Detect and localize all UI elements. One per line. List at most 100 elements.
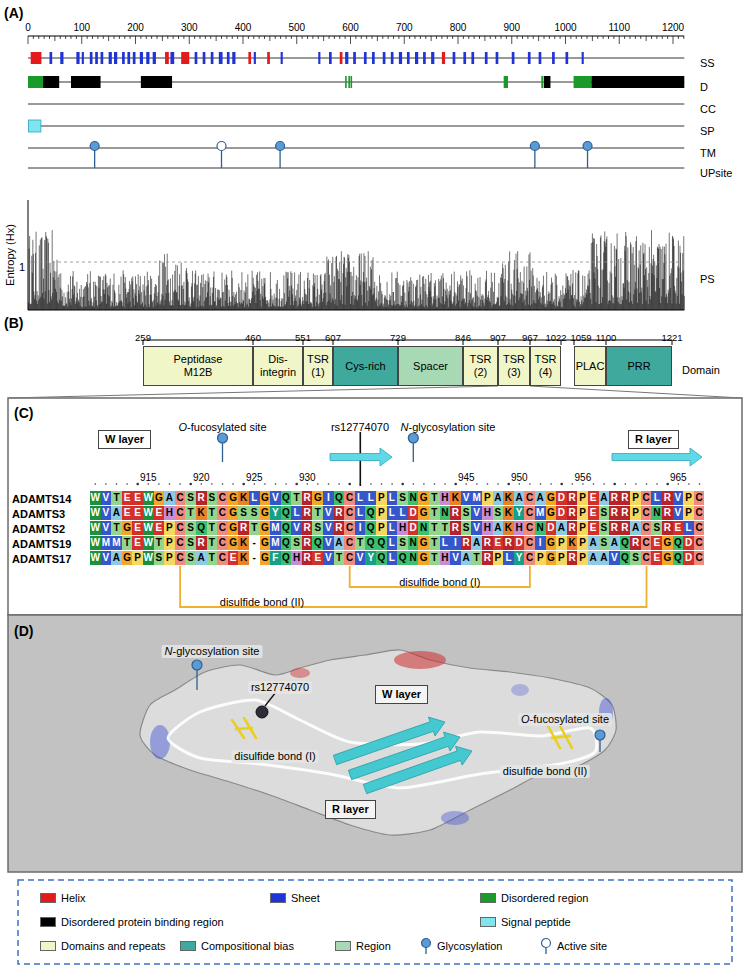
residue-cell: Y (365, 551, 376, 565)
label-anchor: ADAMTS14 (12, 488, 71, 507)
ruler-tick (92, 36, 93, 39)
column-dot (688, 483, 690, 485)
axis-number: 600 (342, 22, 359, 34)
residue-cell: P (630, 506, 641, 520)
entropy-axis (28, 200, 29, 310)
ruler-tick (103, 36, 104, 39)
column-dot (582, 483, 584, 485)
label-anchor: 956 (575, 466, 592, 485)
residue-number: 930 (299, 472, 316, 484)
ruler-tick (463, 36, 464, 39)
sheet-block (318, 52, 320, 64)
label-anchor: 1000 (554, 16, 576, 35)
column-dot (307, 483, 309, 485)
track-label: D (700, 81, 708, 94)
residue-cell: V (450, 551, 461, 565)
label-anchor: 551 (295, 326, 311, 345)
residue-number: 950 (511, 472, 528, 484)
residue-cell: E (132, 521, 143, 535)
label-anchor: 907 (490, 326, 506, 345)
track-label: TM (700, 147, 716, 160)
legend-item: Disordered region (480, 890, 588, 906)
residue-cell: H (440, 551, 451, 565)
residue-cell: G (546, 536, 557, 550)
ruler-tick (178, 36, 179, 39)
node-text: TSR (4) (531, 353, 560, 378)
legend-item: Compositional bias (180, 938, 294, 954)
axis-number: 1000 (554, 22, 576, 34)
ruler-tick (646, 36, 647, 41)
column-dot (434, 483, 436, 485)
residue-cell: V (673, 491, 684, 505)
residue-cell: I (535, 536, 546, 550)
residue-cell: S (599, 521, 610, 535)
column-dot (646, 483, 648, 485)
residue-cell: A (196, 551, 207, 565)
residue-cell: E (651, 536, 662, 550)
protein-surface (140, 650, 616, 835)
domain-box: TSR (2) (463, 346, 498, 386)
glycosylation-pin (422, 939, 431, 948)
residue-cell: C (344, 521, 355, 535)
column-dot (116, 483, 118, 485)
ruler-tick (221, 36, 222, 39)
residue-cell: L (651, 491, 662, 505)
column-dot (497, 483, 499, 485)
disordered-block (348, 76, 350, 88)
residue-cell: R (630, 536, 641, 550)
residue-cell: L (387, 551, 398, 565)
label-anchor: 460 (245, 326, 261, 345)
label-anchor: (C) (14, 403, 33, 422)
helix-block (181, 52, 189, 64)
ruler-tick (592, 36, 593, 41)
disordered-block (351, 76, 353, 88)
residue-cell: T (207, 521, 218, 535)
residue-cell: H (440, 491, 451, 505)
active-site-pin (542, 939, 551, 948)
residue-cell: Q (376, 551, 387, 565)
site-label: rs12774070 (248, 681, 312, 694)
label-anchor: 300 (181, 16, 198, 35)
residue-cell: P (577, 551, 588, 565)
legend-swatch (335, 941, 351, 951)
domain-box: TSR (4) (530, 346, 561, 386)
column-dot (444, 483, 446, 485)
sheet-block (140, 52, 143, 64)
ruler-tick (624, 36, 625, 39)
residue-cell: G (418, 506, 429, 520)
residue-cell: Q (397, 551, 408, 565)
sheet-block (227, 52, 230, 64)
residue-cell: K (238, 551, 249, 565)
residue-cell: R (196, 536, 207, 550)
residue-cell: L (683, 521, 694, 535)
ruler-tick (205, 36, 206, 39)
ruler-tick (377, 36, 378, 41)
ruler-tick (479, 36, 480, 39)
residue-cell: M (270, 536, 281, 550)
domain-boundary: 967 (522, 332, 538, 343)
ruler-tick (565, 36, 566, 44)
label-anchor: Domain (682, 359, 720, 378)
track-line (28, 126, 684, 127)
residue-cell: C (344, 506, 355, 520)
domain-boundary: 1221 (661, 332, 682, 343)
column-dot (169, 483, 171, 485)
domain-box: Peptidase M12B (143, 346, 253, 386)
residue-cell: L (387, 521, 398, 535)
legend-swatch (40, 893, 56, 903)
sequence-name: ADAMTS14 (12, 492, 71, 506)
sheet-block (109, 52, 112, 64)
column-dot (348, 483, 351, 486)
residue-cell: K (238, 491, 249, 505)
column-dot (189, 483, 192, 486)
residue-cell: N (535, 521, 546, 535)
ruler-tick (651, 36, 652, 39)
column-dot (401, 483, 404, 486)
axis-number: 900 (503, 22, 520, 34)
sheet-block (60, 52, 63, 64)
sheet-block (407, 52, 410, 64)
sheet-block (122, 52, 125, 64)
label-anchor: disulfide bond (I) (231, 745, 318, 764)
panel-frames (8, 398, 742, 964)
